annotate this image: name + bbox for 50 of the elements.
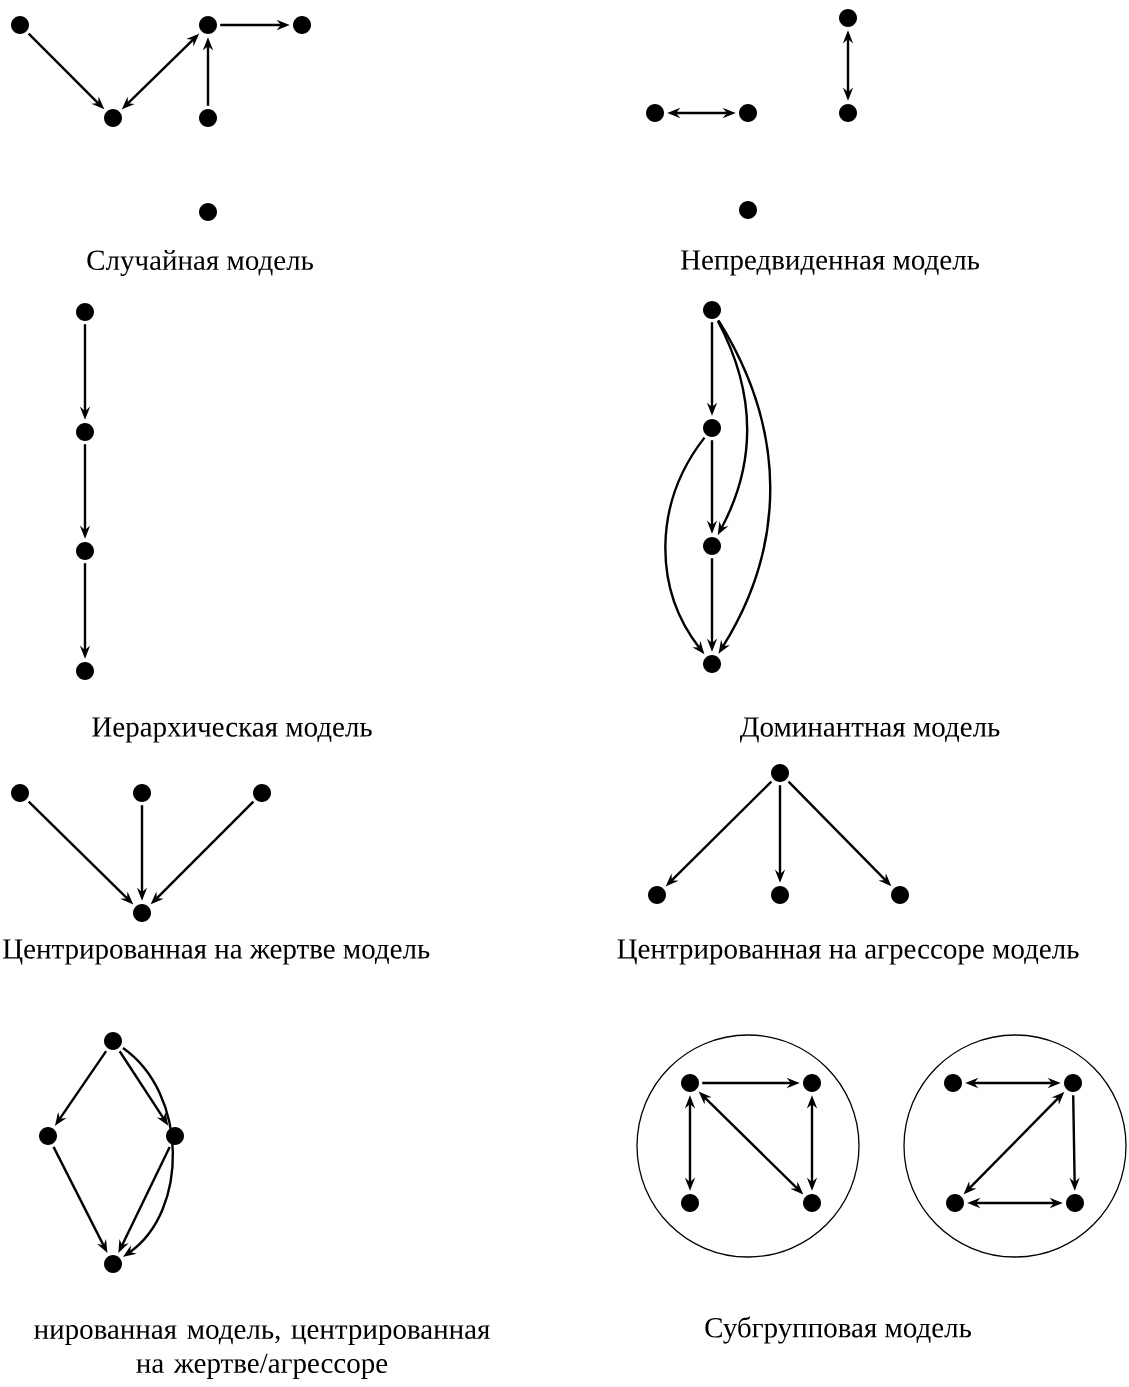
dot: [739, 201, 757, 219]
dot: [104, 1032, 122, 1050]
dot: [803, 1074, 821, 1092]
group-circle: [903, 1034, 1127, 1258]
caption: Иерархическая модель: [92, 717, 372, 743]
caption: Центрированная на жертве модель: [3, 939, 430, 965]
dot: [648, 886, 666, 904]
dot: [133, 904, 151, 922]
dot: [199, 16, 217, 34]
dot: [199, 203, 217, 221]
dot: [76, 662, 94, 680]
caption: Субгрупповая модель: [705, 1316, 971, 1344]
dot: [39, 1127, 57, 1145]
dot: [771, 764, 789, 782]
caption: Непредвиденная модель: [680, 250, 980, 276]
dot: [946, 1194, 964, 1212]
dot: [76, 542, 94, 560]
dot: [199, 109, 217, 127]
dot: [681, 1194, 699, 1212]
dot: [839, 9, 857, 27]
dot: [703, 537, 721, 555]
dot: [104, 1255, 122, 1273]
dot: [293, 16, 311, 34]
dot: [133, 784, 151, 802]
dot: [703, 655, 721, 673]
dot: [253, 784, 271, 802]
dot: [681, 1074, 699, 1092]
dot: [739, 104, 757, 122]
dot: [944, 1074, 962, 1092]
dot: [703, 301, 721, 319]
caption: Случайная модель: [87, 249, 313, 277]
dot: [166, 1127, 184, 1145]
dot: [839, 104, 857, 122]
dot: [11, 16, 29, 34]
dot: [76, 423, 94, 441]
group-circle: [636, 1034, 860, 1258]
dot: [104, 109, 122, 127]
caption: Доминантная модель: [739, 717, 1000, 743]
dot: [803, 1194, 821, 1212]
dot: [891, 886, 909, 904]
caption: Центрированная на агрессоре модель: [617, 939, 1079, 965]
dot: [1064, 1074, 1082, 1092]
dot: [703, 419, 721, 437]
dot: [11, 784, 29, 802]
dot: [1066, 1194, 1084, 1212]
dot: [76, 303, 94, 321]
dot: [646, 104, 664, 122]
caption: нированная модель, центрированная на жертве/агрессоре: [34, 1325, 490, 1379]
arrow: [122, 1047, 175, 1257]
dot: [771, 886, 789, 904]
